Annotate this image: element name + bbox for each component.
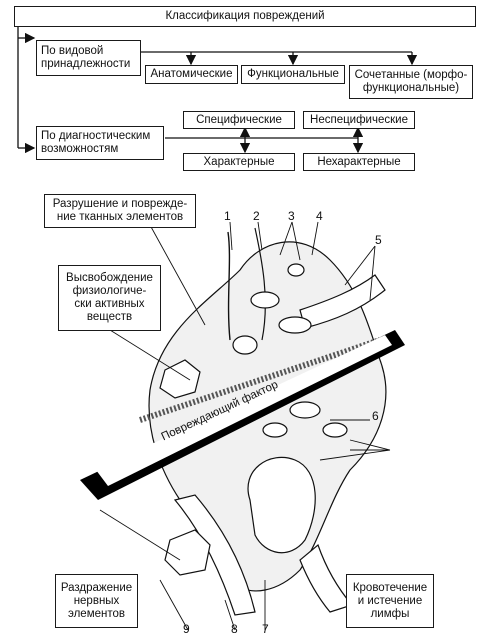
- anatomical-box: Анатомические: [145, 65, 238, 84]
- label-2: 2: [253, 210, 260, 223]
- functional-label: Функциональные: [247, 68, 339, 80]
- classification-title: Классификация повреждений: [14, 6, 476, 27]
- number-8: 8: [231, 622, 238, 636]
- callout-destruction-text: Разрушение и поврежде- ние тканных элеме…: [52, 198, 188, 223]
- number-3: 3: [288, 209, 295, 223]
- number-6: 6: [372, 409, 379, 423]
- nonspecific-box: Неспецифические: [303, 111, 415, 129]
- cell: [262, 422, 288, 438]
- number-9: 9: [183, 622, 190, 636]
- label-6: 6: [372, 410, 379, 423]
- by-diagnostic-box: По диагностическим возможностям: [36, 126, 164, 160]
- characteristic-box: Характерные: [183, 153, 295, 171]
- number-7: 7: [262, 622, 269, 636]
- label-7: 7: [262, 623, 269, 636]
- cell: [322, 422, 348, 438]
- number-5: 5: [375, 233, 382, 247]
- cell: [278, 316, 312, 334]
- label-9: 9: [183, 623, 190, 636]
- label-1: 1: [224, 210, 231, 223]
- noncharacteristic-box: Нехарактерные: [303, 153, 415, 171]
- vessel-2: [254, 227, 266, 341]
- nonspecific-label: Неспецифические: [310, 113, 408, 126]
- cell: [250, 291, 280, 309]
- callout-irritation-text: Раздражение нервных элементов: [60, 581, 133, 620]
- vessel-bottom-right: [299, 543, 354, 613]
- number-2: 2: [253, 209, 260, 223]
- vessel-loop: [247, 456, 316, 554]
- specific-label: Специфические: [196, 113, 282, 126]
- callout-irritation: Раздражение нервных элементов: [55, 574, 138, 628]
- specific-box: Специфические: [183, 111, 295, 129]
- by-type-box: По видовой принадлежности: [36, 40, 141, 76]
- callout-release-text: Высвобождение физиологиче- ски активных …: [66, 272, 153, 323]
- cell: [289, 401, 321, 419]
- noncharacteristic-label: Нехарактерные: [317, 155, 401, 168]
- label-4: 4: [316, 210, 323, 223]
- label-8: 8: [231, 623, 238, 636]
- number-4: 4: [316, 209, 323, 223]
- vessel-1: [227, 231, 231, 341]
- nerve-cell-upper: [159, 359, 201, 399]
- callout-bleeding: Кровотечение и истечение лимфы: [346, 574, 434, 628]
- callout-bleeding-text: Кровотечение и истечение лимфы: [352, 581, 428, 620]
- by-diagnostic-label: По диагностическим возможностям: [41, 130, 151, 155]
- combined-box: Сочетанные (морфо- функциональные): [349, 65, 473, 99]
- number-1: 1: [224, 209, 231, 223]
- cell: [287, 263, 305, 277]
- functional-box: Функциональные: [241, 65, 345, 84]
- characteristic-label: Характерные: [203, 155, 275, 168]
- callout-release: Высвобождение физиологиче- ски активных …: [58, 265, 161, 331]
- damaging-blade: [80, 330, 405, 500]
- label-3: 3: [288, 210, 295, 223]
- anatomical-label: Анатомические: [150, 68, 233, 80]
- cell: [232, 335, 258, 355]
- by-type-label: По видовой принадлежности: [41, 45, 131, 70]
- combined-label: Сочетанные (морфо- функциональные): [354, 69, 468, 94]
- label-5: 5: [375, 234, 382, 247]
- nerve-cell-lower: [164, 529, 211, 576]
- classification-title-text: Классификация повреждений: [165, 10, 325, 22]
- vessel-right: [299, 274, 386, 329]
- callout-destruction: Разрушение и поврежде- ние тканных элеме…: [44, 194, 196, 228]
